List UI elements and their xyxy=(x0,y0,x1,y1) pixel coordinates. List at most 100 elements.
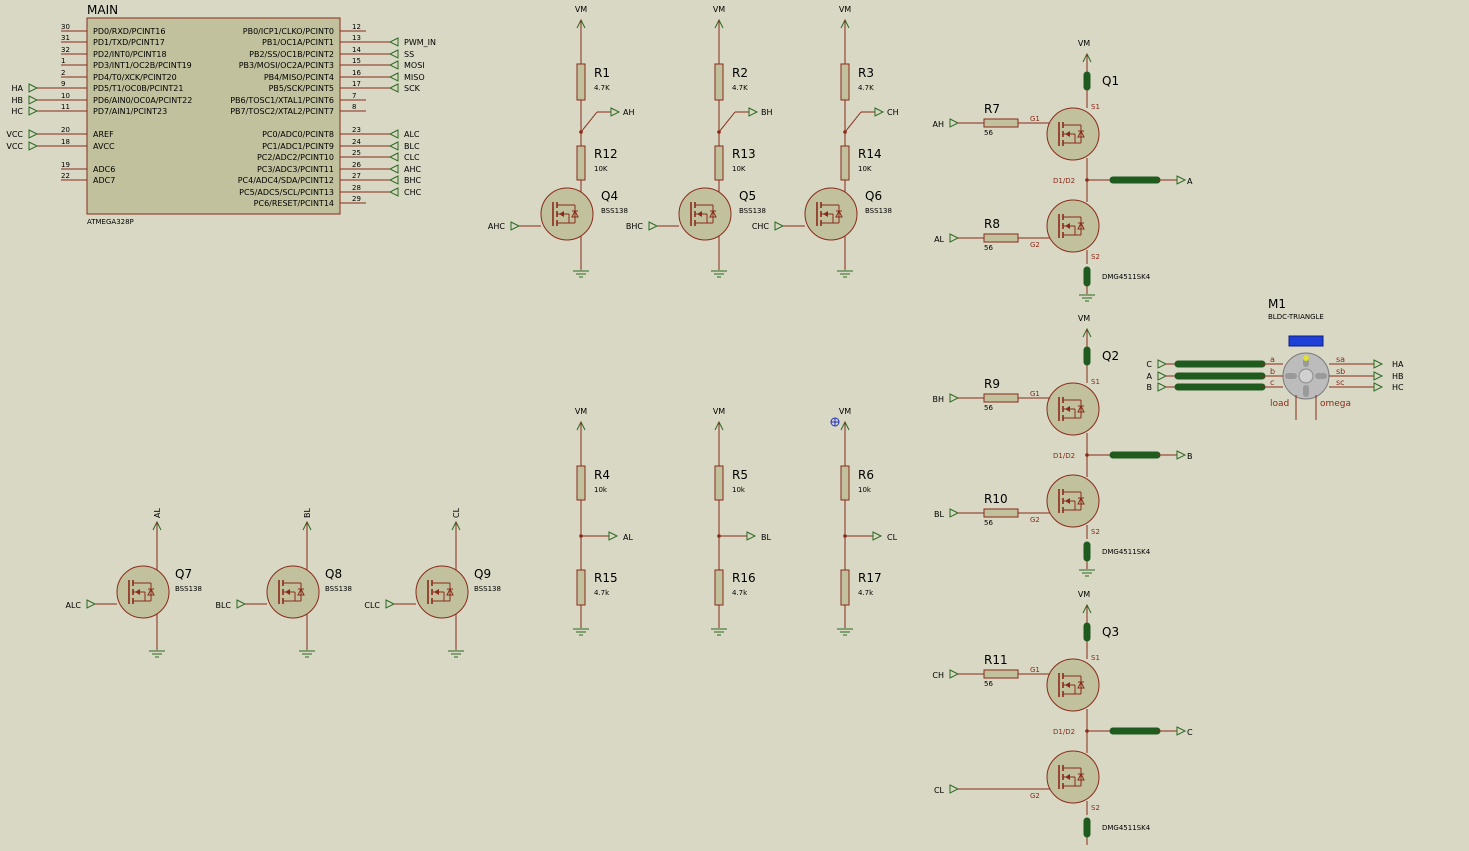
net-label: BL xyxy=(934,510,944,519)
ref-designator: Q2 xyxy=(1102,349,1119,363)
net-label: CL xyxy=(452,507,461,518)
ground-icon xyxy=(149,650,165,658)
pin-number: 8 xyxy=(352,103,356,111)
pin-name: PC2/ADC2/PCINT10 xyxy=(257,153,334,162)
part-label: BLDC-TRIANGLE xyxy=(1268,313,1324,321)
ref-designator: R15 xyxy=(594,571,618,585)
value-label: 4.7k xyxy=(732,589,748,597)
pin-label: sb xyxy=(1336,367,1345,376)
mosfet-icon xyxy=(1046,107,1100,161)
pin-number: 16 xyxy=(352,69,361,77)
ground-icon xyxy=(573,270,589,278)
terminal-icon xyxy=(949,508,960,518)
net-label: A xyxy=(1187,177,1193,186)
net-label: BLC xyxy=(215,601,231,610)
resistor-body xyxy=(983,508,1019,518)
terminal-icon xyxy=(28,141,39,151)
mosfet-icon xyxy=(1046,199,1100,253)
pin-name: ADC6 xyxy=(93,165,115,174)
resistor-body xyxy=(983,118,1019,128)
pin-number: 12 xyxy=(352,23,361,31)
pin-label: D1/D2 xyxy=(1053,177,1075,185)
terminal-icon xyxy=(874,107,885,117)
terminal-icon xyxy=(28,129,39,139)
terminal-icon xyxy=(510,221,521,231)
pin-name: PB1/OC1A/PCINT1 xyxy=(262,38,334,47)
terminal-icon xyxy=(949,669,960,679)
pin-number: 29 xyxy=(352,195,361,203)
pin-number: 14 xyxy=(352,46,361,54)
net-label: HB xyxy=(1392,372,1404,381)
pin-name: PD5/T1/OC0B/PCINT21 xyxy=(93,84,183,93)
value-label: 4.7K xyxy=(858,84,874,92)
net-label: CLC xyxy=(404,153,420,162)
omega-pin-label: omega xyxy=(1320,399,1351,409)
part-label: DMG4511SK4 xyxy=(1102,273,1151,281)
pin-number: 9 xyxy=(61,80,65,88)
ref-designator: R12 xyxy=(594,147,618,161)
resistor-body xyxy=(840,63,850,101)
net-label: AHC xyxy=(404,165,421,174)
net-label: HA xyxy=(12,84,24,93)
terminal-icon xyxy=(748,107,759,117)
ref-designator: R11 xyxy=(984,653,1008,667)
probe-marker-icon[interactable] xyxy=(830,417,840,427)
part-label: DMG4511SK4 xyxy=(1102,548,1151,556)
net-label: VCC xyxy=(6,142,23,151)
pin-label: S2 xyxy=(1091,253,1100,261)
pin-number: 17 xyxy=(352,80,361,88)
pin-label: a xyxy=(1270,355,1275,364)
net-label: CL xyxy=(934,786,945,795)
mosfet-icon xyxy=(678,187,732,241)
resistor-body xyxy=(576,465,586,501)
value-label: 10K xyxy=(594,165,608,173)
net-label: B xyxy=(1147,383,1153,392)
mosfet-icon xyxy=(804,187,858,241)
pin-name: PB3/MOSI/OC2A/PCINT3 xyxy=(239,61,334,70)
resistor-body xyxy=(840,465,850,501)
ground-icon xyxy=(837,628,853,636)
